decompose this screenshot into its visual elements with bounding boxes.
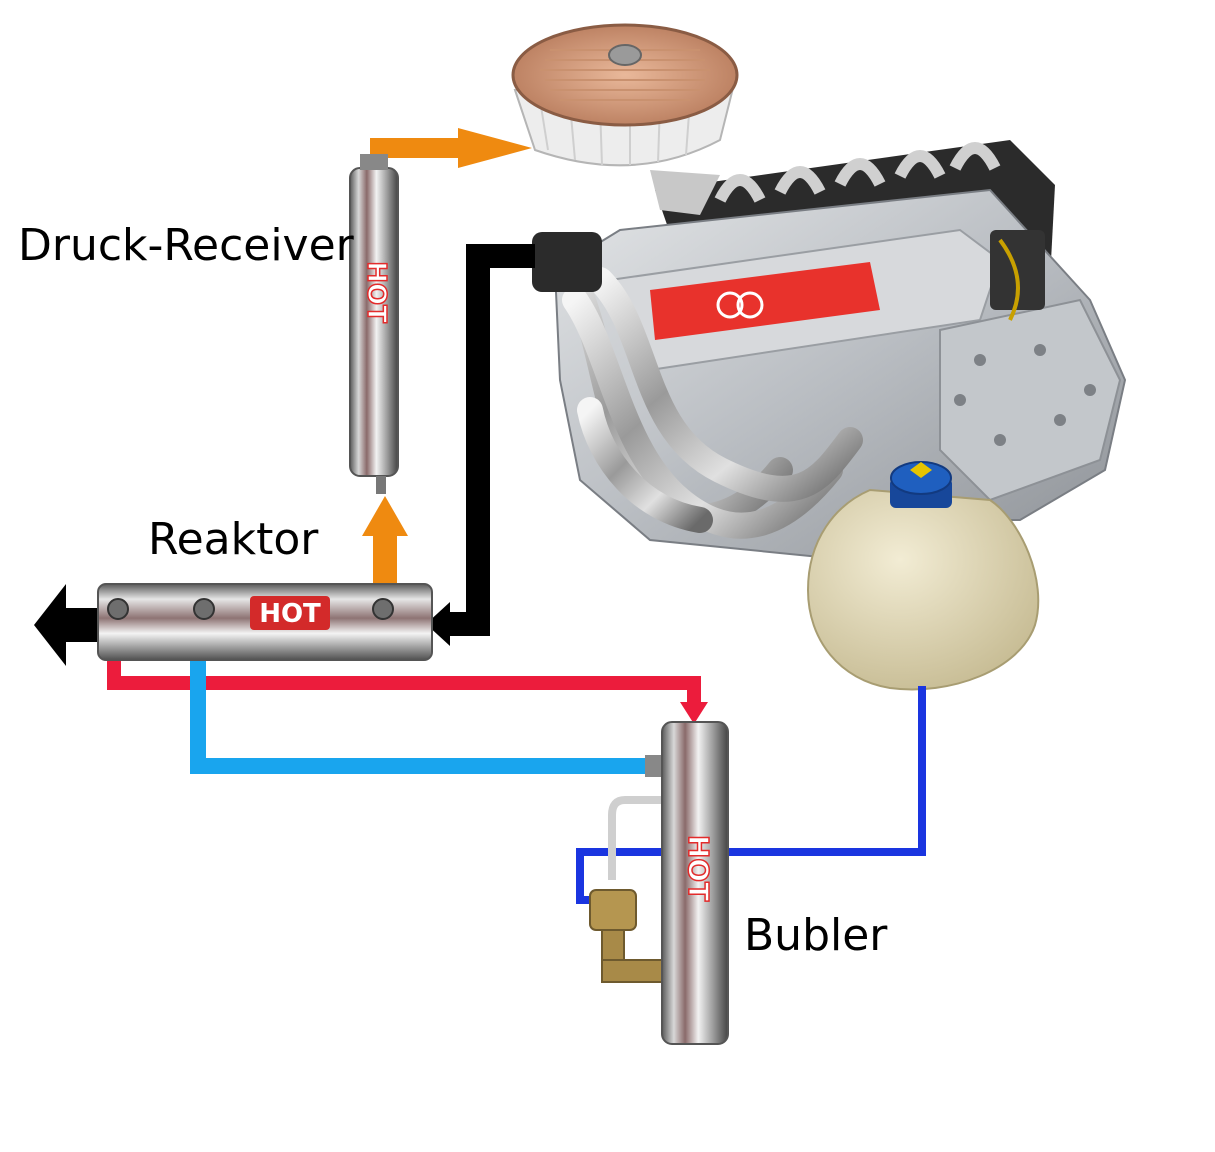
druck-receiver-cylinder: HOT — [349, 154, 399, 494]
druck-receiver-label: Druck-Receiver — [18, 220, 354, 271]
reaktor-cylinder: HOT — [97, 583, 433, 661]
engine-image — [532, 140, 1127, 562]
reaktor-label: Reaktor — [148, 514, 319, 565]
bubler-cylinder: HOT — [589, 721, 729, 1045]
reaktor-hot-badge: HOT — [259, 599, 321, 629]
exhaust-line — [34, 244, 535, 666]
coolant-line — [576, 686, 926, 904]
bubler-label: Bubler — [744, 910, 888, 961]
bubler-hot-badge: HOT — [682, 835, 715, 901]
air-filter-image — [511, 23, 739, 215]
coolant-tank-image — [806, 461, 1040, 691]
druck-receiver-hot-badge: HOT — [361, 261, 391, 323]
